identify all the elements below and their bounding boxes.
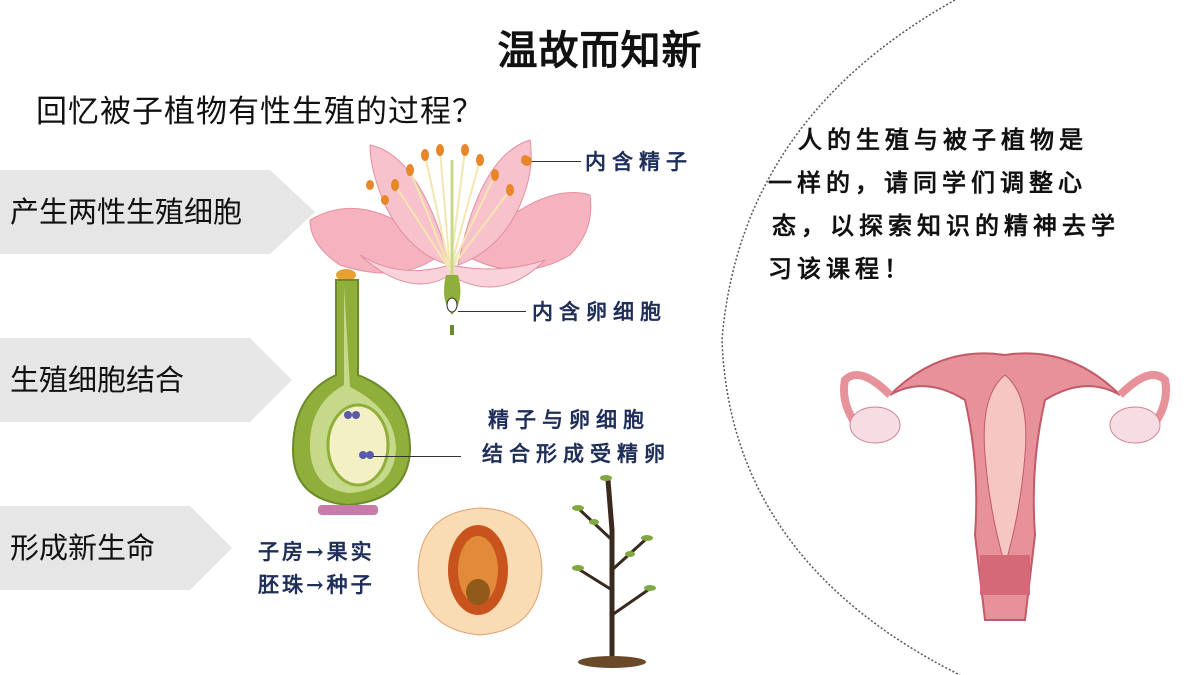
step-label: 产生两性生殖细胞 [10,195,243,229]
divider-arc [721,0,961,675]
step-arrow-shape [0,170,315,254]
egg-callout: 内含卵细胞 [532,299,667,324]
zygote-leader-line [373,456,461,457]
page-title: 温故而知新 [497,28,703,74]
peach-fruit-illustration [417,507,543,636]
sapling-illustration [572,475,656,668]
sperm-leader-line [529,161,581,162]
question-text: 回忆被子植物有性生殖的过程？ [36,94,484,130]
sperm-callout: 内含精子 [585,149,693,174]
note-line: 态，以探索知识的精神去学 [772,211,1120,240]
note-line: 人的生殖与被子植物是 [798,125,1088,154]
pollen-dot [522,156,532,166]
ovary-fruit-callout: 子房→果实 [258,539,375,564]
step-arrow-shape [0,506,232,590]
step-new-life: 形成新生命 [0,506,315,590]
fertilization-callout-line2: 结合形成受精卵 [482,441,671,466]
step-label: 生殖细胞结合 [10,363,185,397]
step-produce-gametes: 产生两性生殖细胞 [0,170,315,254]
flower-illustration [309,139,592,335]
note-line: 一样的，请同学们调整心 [768,168,1087,197]
note-text: 人的生殖与被子植物是 一样的，请同学们调整心 态，以探索知识的精神去学 习该课程… [768,118,1188,290]
step-label: 形成新生命 [10,531,156,565]
fertilization-callout-line1: 精子与卵细胞 [488,407,650,432]
pistil-illustration [291,269,412,515]
uterus-illustration [840,352,1170,621]
step-arrow-shape [0,338,292,422]
note-line: 习该课程！ [768,254,913,283]
step-fertilization: 生殖细胞结合 [0,338,315,422]
egg-leader-line [458,311,526,312]
ovule-seed-callout: 胚珠→种子 [258,572,375,597]
